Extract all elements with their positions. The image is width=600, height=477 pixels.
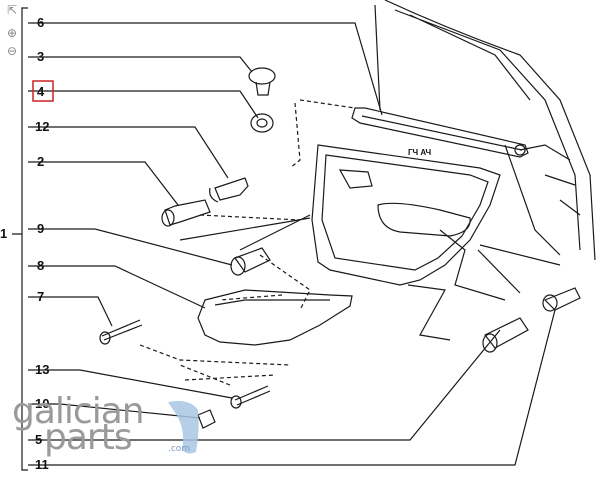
window-seal-strip xyxy=(351,107,529,158)
leader-9 xyxy=(28,228,233,266)
panel-marking: ГЧ АЧ xyxy=(408,148,432,157)
door-trim-panel xyxy=(311,144,501,286)
callout-label-9[interactable]: 9 xyxy=(37,221,44,236)
part-13-screw xyxy=(234,385,271,406)
zoom-in-icon[interactable]: ⊕ xyxy=(6,26,18,40)
callout-label-1[interactable]: 1 xyxy=(0,226,7,241)
seal-end-clip xyxy=(514,144,526,156)
callout-label-11[interactable]: 11 xyxy=(35,457,49,472)
part-9-fastener xyxy=(234,247,271,273)
door-frame-detail xyxy=(519,144,581,216)
callout-label-10[interactable]: 10 xyxy=(35,396,49,411)
door-latch-recess xyxy=(338,169,373,189)
callout-label-12[interactable]: 12 xyxy=(35,119,49,134)
guide-line-right xyxy=(407,229,521,341)
leader-10 xyxy=(28,403,201,419)
callout-label-2[interactable]: 2 xyxy=(37,154,44,169)
leader-5 xyxy=(28,329,501,441)
callout-label-8[interactable]: 8 xyxy=(37,258,44,273)
part-8-armrest xyxy=(197,289,353,346)
leader-7 xyxy=(28,296,113,327)
leader-12 xyxy=(28,126,229,179)
watermark-swoosh xyxy=(168,401,199,454)
leader-2 xyxy=(28,161,179,206)
part-3-plug xyxy=(248,67,276,85)
part-5-fastener xyxy=(484,317,529,349)
select-tool-icon[interactable]: ⇱ xyxy=(6,3,18,17)
callout-label-7[interactable]: 7 xyxy=(37,289,44,304)
leader-3 xyxy=(28,56,253,73)
assembly-bracket xyxy=(12,7,28,471)
part-4-grommet xyxy=(250,113,274,133)
part-3-stem xyxy=(255,81,271,96)
dashed-guide-upper xyxy=(289,99,356,169)
part-7-head xyxy=(99,331,111,345)
part-12-clip xyxy=(209,177,249,203)
watermark-logo-line1: galician xyxy=(12,391,145,432)
part-9-head xyxy=(230,256,246,276)
part-13-head xyxy=(230,395,242,409)
callout-label-3[interactable]: 3 xyxy=(37,49,44,64)
callout-4-highlight xyxy=(32,80,54,102)
callout-label-4[interactable]: 4 xyxy=(37,84,45,99)
door-trim-inner xyxy=(321,154,489,271)
zoom-out-icon[interactable]: ⊖ xyxy=(6,44,18,58)
leader-8 xyxy=(28,265,206,309)
part-7-screw xyxy=(101,319,143,341)
callout-label-13[interactable]: 13 xyxy=(35,362,49,377)
leader-6 xyxy=(28,22,383,116)
dashed-guide-middle xyxy=(199,214,311,311)
watermark-logo-line2: parts xyxy=(44,417,133,458)
part-11-head xyxy=(542,294,558,312)
part-4-grommet-hole xyxy=(256,118,268,128)
leader-13 xyxy=(28,369,233,399)
leader-4 xyxy=(28,90,259,119)
guide-line-left xyxy=(179,214,311,251)
watermark-domain: .com xyxy=(168,444,191,454)
callout-label-6[interactable]: 6 xyxy=(37,15,44,30)
leader-11 xyxy=(28,309,556,466)
part-5-head xyxy=(482,333,498,353)
callout-label-5[interactable]: 5 xyxy=(35,432,42,447)
door-pull-handle xyxy=(377,202,471,237)
part-10-clip xyxy=(197,409,216,429)
door-frame xyxy=(374,0,596,266)
part-2-head xyxy=(161,209,175,227)
part-11-fastener xyxy=(543,287,581,311)
dashed-guide-lower xyxy=(139,344,291,386)
